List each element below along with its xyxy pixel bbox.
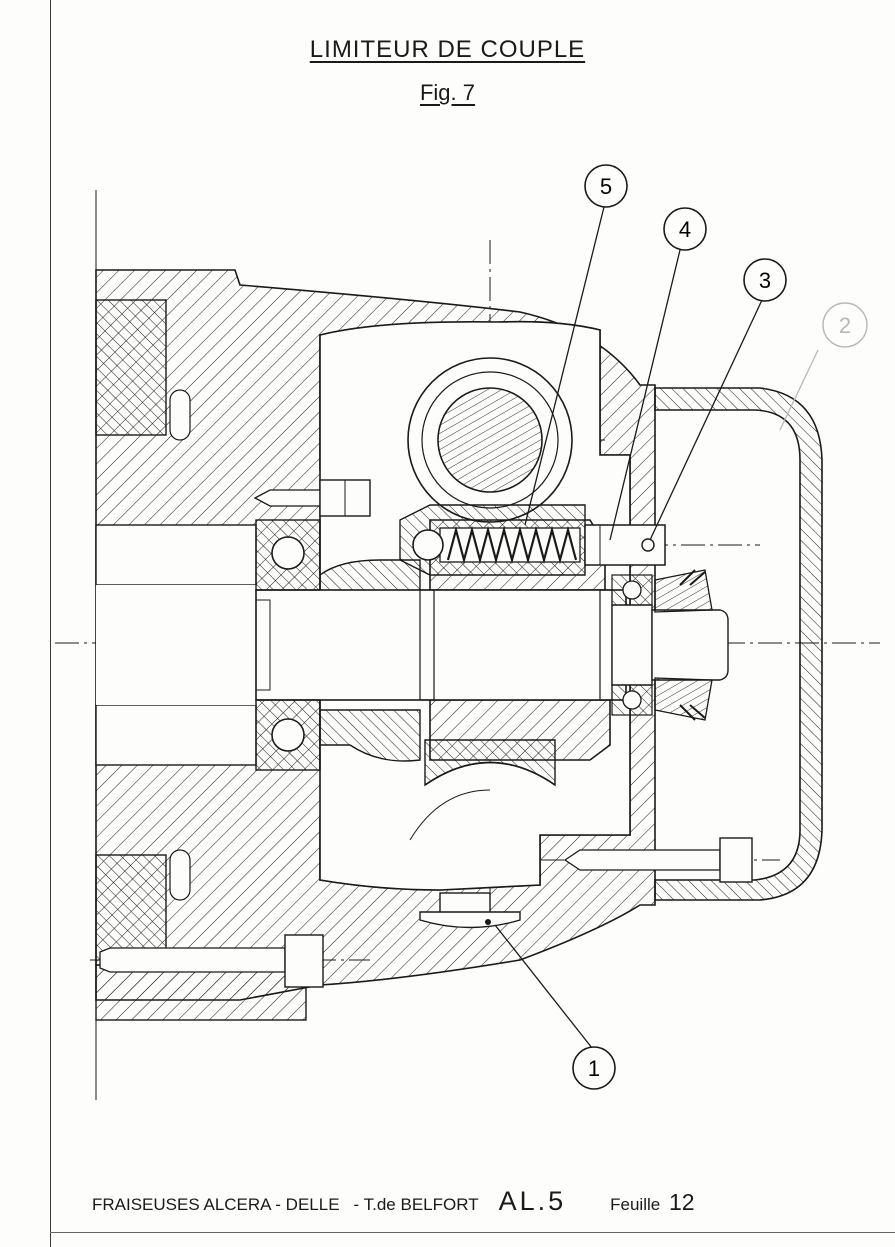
- footer-sheet: Feuille 12: [610, 1189, 694, 1216]
- ball-bearings: [255, 519, 653, 771]
- spring-plunger-assembly: [399, 504, 666, 576]
- figure-label: Fig. 7: [419, 80, 476, 105]
- page-margin-line: [50, 0, 51, 1247]
- bottom-rule: [50, 1232, 895, 1233]
- shaft: [255, 589, 729, 701]
- worm-wheel: [407, 357, 573, 523]
- footer-sheet-label: Feuille: [610, 1195, 661, 1214]
- locking-nut-washers: [654, 569, 713, 721]
- footer-sheet-number: 12: [668, 1189, 695, 1215]
- footer-reference: AL.5: [498, 1186, 567, 1216]
- footer-location: - T.de BELFORT: [353, 1195, 479, 1214]
- footer-maker: FRAISEUSES ALCERA - DELLE: [92, 1195, 340, 1214]
- drawing-title: LIMITEUR DE COUPLE: [309, 36, 586, 63]
- screws: [99, 479, 753, 988]
- leader-lines: [494, 206, 819, 1049]
- cover-part-2: [654, 387, 823, 901]
- housing-bore: [95, 524, 257, 766]
- title-block-footer: FRAISEUSES ALCERA - DELLE - T.de BELFORT…: [92, 1186, 872, 1226]
